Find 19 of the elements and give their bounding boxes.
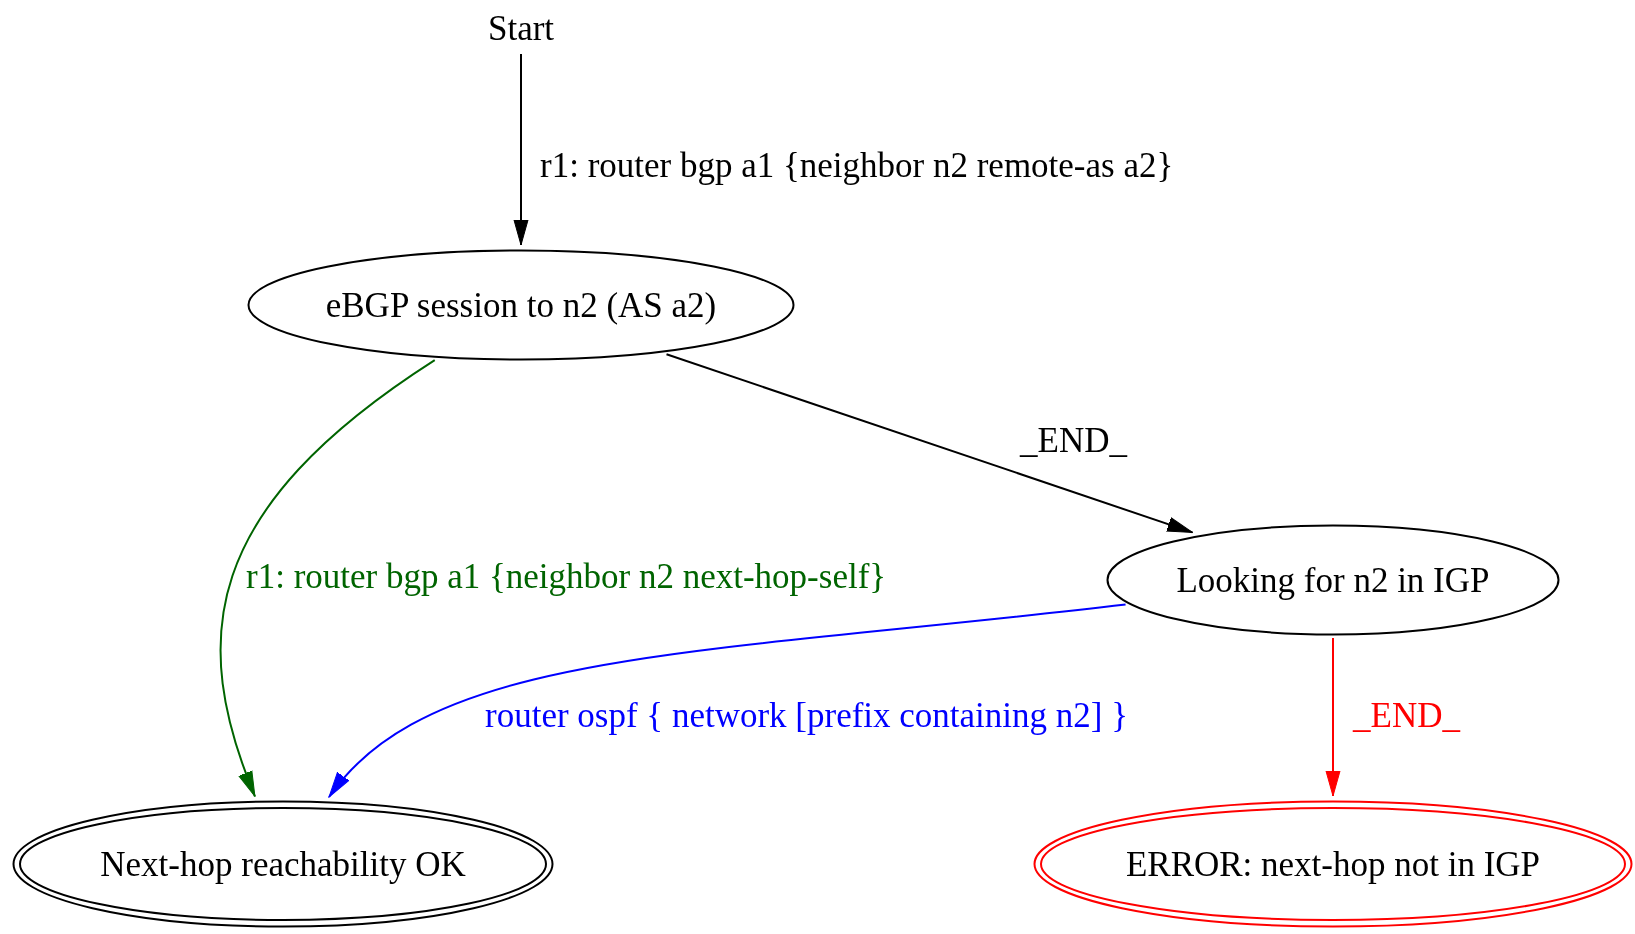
final-state-ellipse — [12, 800, 554, 928]
arrow — [665, 353, 1194, 534]
edge-label: r1: router bgp a1 {neighbor n2 remote-as a2} — [540, 147, 1174, 183]
final-state-ellipse — [1033, 800, 1633, 928]
node-label: eBGP session to n2 (AS a2) — [325, 287, 717, 323]
state-ellipse — [247, 249, 795, 361]
arrow — [1325, 637, 1341, 797]
node-label: ERROR: next-hop not in IGP — [1125, 846, 1541, 882]
arrow — [219, 359, 436, 798]
edge-label: r1: router bgp a1 {neighbor n2 next-hop-self} — [246, 558, 887, 594]
arrow — [328, 603, 1127, 798]
node-label: Next-hop reachability OK — [100, 846, 466, 882]
edge-label: _END_ — [1353, 697, 1460, 733]
arrow — [513, 53, 529, 246]
state-ellipse — [1106, 524, 1560, 636]
edge-label: router ospf { network [prefix containing n2] } — [485, 697, 1128, 733]
edge-label: _END_ — [1020, 422, 1127, 458]
node-label: Looking for n2 in IGP — [1176, 562, 1490, 598]
node-label: Start — [487, 10, 555, 46]
